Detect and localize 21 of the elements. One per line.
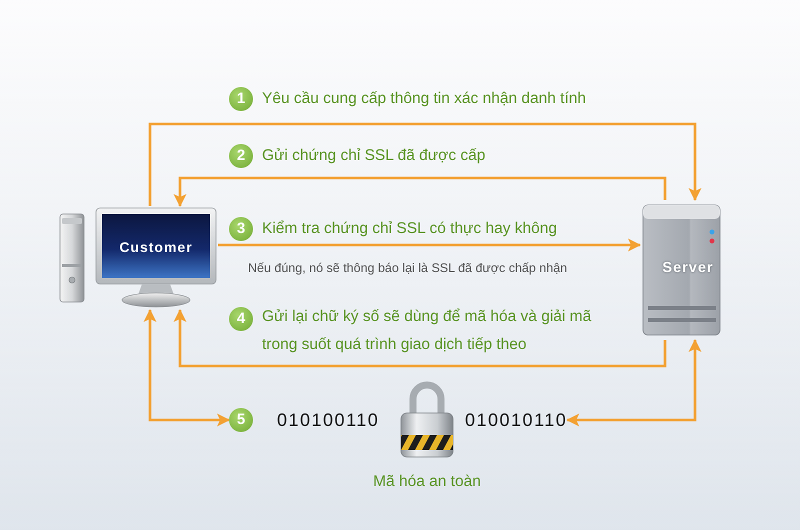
edge-label: Gửi chứng chỉ SSL đã được cấp [262,146,486,166]
binary-code: 010010110 [465,409,568,431]
edge-label: Gửi lại chữ ký số sẽ dùng để mã hóa và giải mã trong suốt quá trình giao dịch tiếp theo [262,307,592,355]
step-number: 3 [229,217,253,241]
arrow [566,339,702,426]
server-label: Server [661,260,715,276]
step-number: 1 [229,87,253,111]
arrow [144,309,230,426]
edge-label: Yêu cầu cung cấp thông tin xác nhận danh tính [262,89,586,109]
edge-label: Kiểm tra chứng chỉ SSL có thực hay không [262,219,558,239]
arrow [148,122,702,206]
caption-text: Mã hóa an toàn [373,472,481,492]
step-number: 5 [229,408,253,432]
arrow [174,309,666,368]
arrow [218,238,641,252]
binary-code: 010100110 [277,409,380,431]
arrow [174,176,666,207]
screen-label: Customer [118,239,194,255]
step-number: 2 [229,144,253,168]
note-text: Nếu đúng, nó sẽ thông báo lại là SSL đã được chấp nhận [248,260,568,276]
step-number: 4 [229,307,253,331]
